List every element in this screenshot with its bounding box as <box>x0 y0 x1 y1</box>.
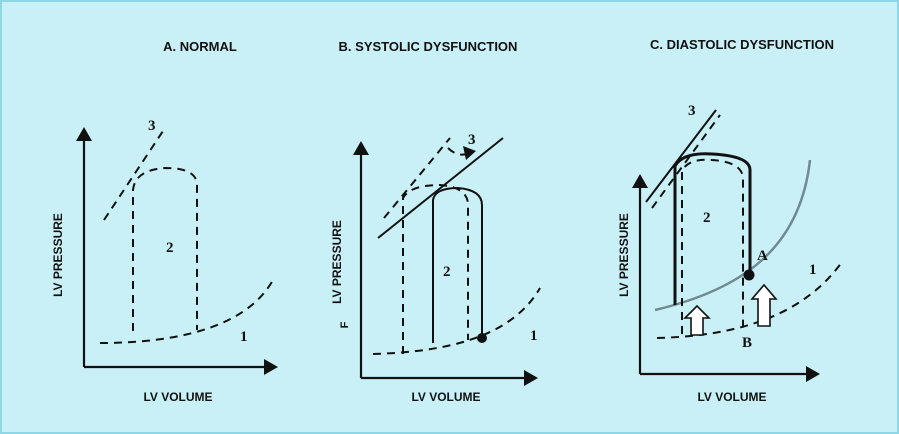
panel-b-label-1: 1 <box>530 328 538 344</box>
panel-b-xlabel: LV VOLUME <box>411 390 480 404</box>
panel-b-label-3: 3 <box>468 132 476 148</box>
panel-b-pv-loop-normal <box>402 183 469 354</box>
panel-a-xlabel: LV VOLUME <box>143 390 212 404</box>
panel-a-ylabel: LV PRESSURE <box>51 213 65 297</box>
panel-c-point-a-dot <box>743 269 755 281</box>
panel-c-ylabel: LV PRESSURE <box>617 213 631 297</box>
panel-b-ylabel: LV PRESSURE <box>330 220 344 304</box>
panel-a-label-2: 2 <box>166 240 174 256</box>
panel-b-shift-arrowhead <box>463 146 476 160</box>
panel-c-point-a: A <box>757 248 768 264</box>
panel-c-edpvr-stiff <box>654 159 812 312</box>
panel-c-pv-loop-normal <box>681 158 744 334</box>
panel-c-y-arrowhead <box>632 174 648 188</box>
panel-b-y-arrowhead <box>353 141 369 155</box>
panel-c-pv-loop-dysfunction <box>673 152 752 305</box>
panel-b-pv-loop-dysfunction <box>432 186 483 343</box>
panel-c-espvr-line-dashed <box>651 114 721 209</box>
panel-b: B. SYSTOLIC DYSFUNCTION LV PRESSURE LV V… <box>330 39 541 404</box>
panel-b-end-diastolic-point <box>477 333 487 343</box>
panel-b-extra-mark: F <box>339 321 351 328</box>
panel-b-label-2: 2 <box>443 264 451 280</box>
panel-b-shift-arrow <box>447 147 471 156</box>
panel-a-pv-loop <box>132 166 198 331</box>
panel-a-edpvr-curve <box>99 279 274 344</box>
panel-c-x-arrowhead <box>806 366 820 382</box>
panel-a-label-3: 3 <box>148 118 156 134</box>
panel-b-espvr-normal <box>383 137 451 219</box>
panel-c-up-arrow-right <box>750 283 778 327</box>
panel-c-espvr-line <box>645 109 717 203</box>
panel-c-title: C. DIASTOLIC DYSFUNCTION <box>650 37 834 52</box>
panel-a-espvr-line <box>103 127 166 221</box>
panel-b-espvr-depressed <box>377 137 504 239</box>
panel-c-label-1: 1 <box>809 262 817 278</box>
panel-c: C. DIASTOLIC DYSFUNCTION LV PRESSURE LV … <box>617 37 843 404</box>
panel-c-xlabel: LV VOLUME <box>697 390 766 404</box>
panel-c-label-3: 3 <box>688 103 696 119</box>
panel-a-title: A. NORMAL <box>163 39 237 54</box>
panel-a-label-1: 1 <box>240 329 248 345</box>
panel-c-point-b: B <box>742 335 752 351</box>
panel-b-x-arrowhead <box>524 370 538 386</box>
panel-a-x-arrowhead <box>264 359 278 375</box>
panel-b-title: B. SYSTOLIC DYSFUNCTION <box>339 39 518 54</box>
panel-c-up-arrow-left <box>683 304 711 336</box>
panel-b-edpvr-curve <box>372 287 541 355</box>
panel-a: A. NORMAL LV PRESSURE LV VOLUME 1 2 3 <box>51 39 278 404</box>
panel-a-y-arrowhead <box>76 127 92 141</box>
panel-c-label-2: 2 <box>703 210 711 226</box>
